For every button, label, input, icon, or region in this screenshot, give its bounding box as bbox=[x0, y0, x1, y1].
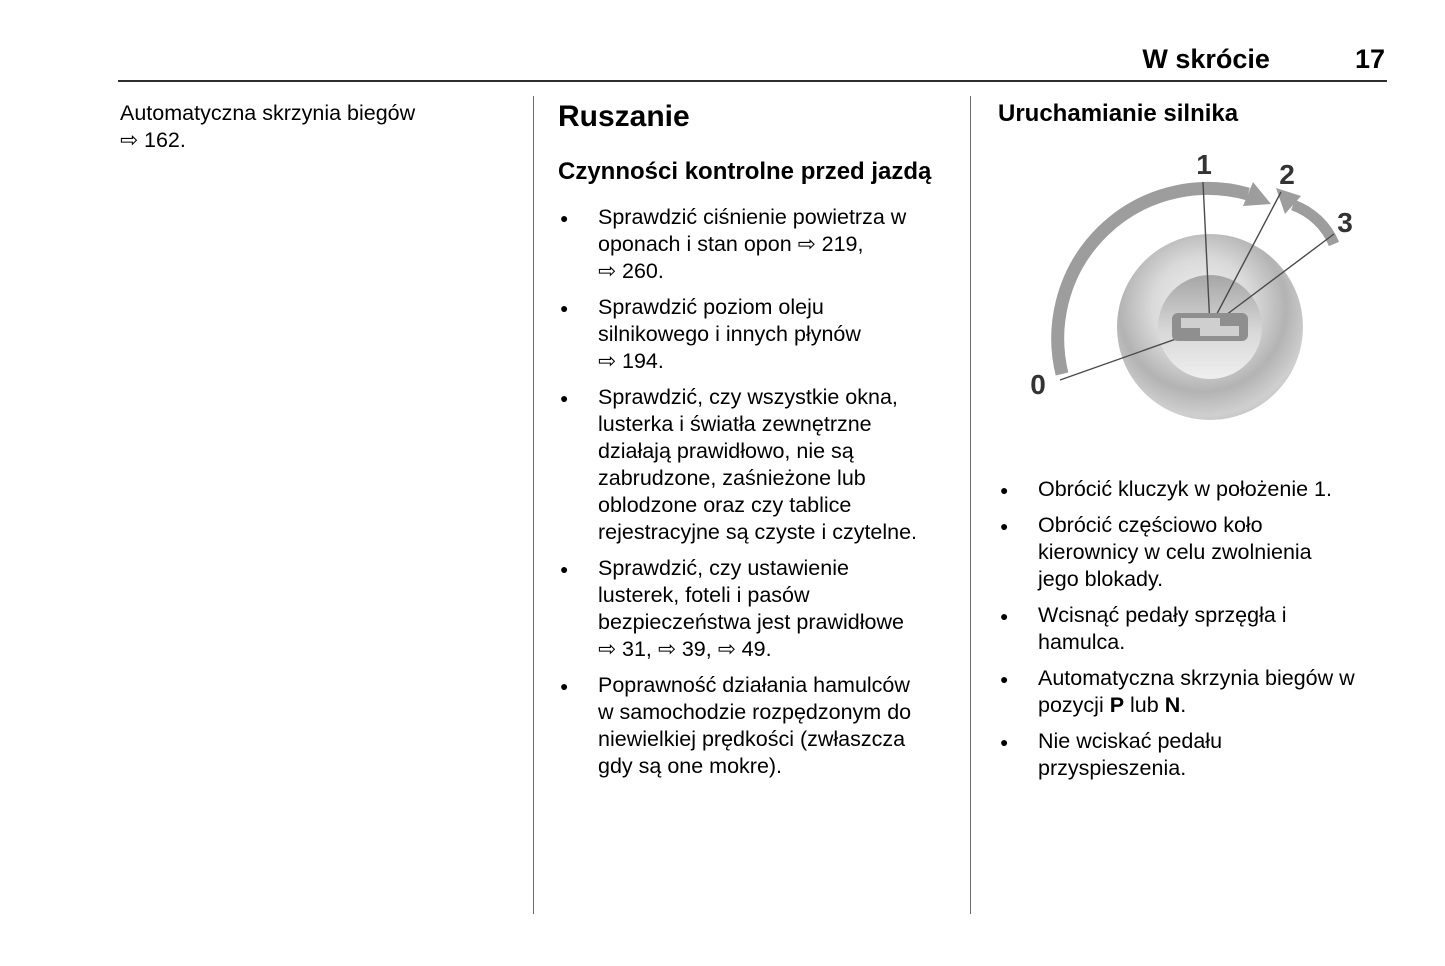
bullet-text: Sprawdzić poziom oleju silnikowego i inn… bbox=[598, 295, 861, 373]
header-rule bbox=[118, 80, 1387, 82]
return-arrow-head bbox=[1276, 188, 1301, 214]
bullet-item: Sprawdzić poziom oleju silnikowego i inn… bbox=[558, 294, 957, 375]
bullet-text: Obrócić częściowo koło kierownicy w celu… bbox=[1038, 513, 1312, 591]
bullet-item: Wcisnąć pedały sprzęgła i hamulca. bbox=[998, 602, 1388, 656]
page-number: 17 bbox=[1354, 44, 1385, 74]
bullet-text: Poprawność działania hamulców w samochod… bbox=[598, 673, 912, 778]
bullet-text: Nie wciskać pedału przyspieszenia. bbox=[1038, 729, 1223, 780]
position-label-1: 1 bbox=[1196, 149, 1212, 180]
pre-drive-checklist: Sprawdzić ciśnienie powietrza w oponach … bbox=[558, 204, 957, 780]
bullet-item: Sprawdzić, czy ustawienie lusterek, fote… bbox=[558, 555, 957, 663]
pointer-line-1 bbox=[1202, 181, 1211, 328]
bullet-item: Poprawność działania hamulców w samochod… bbox=[558, 672, 957, 780]
keyhole bbox=[1172, 313, 1248, 341]
bullet-text: Automatyczna skrzynia biegów w pozycji P… bbox=[1038, 666, 1355, 717]
bullet-text: Sprawdzić, czy ustawienie lusterek, fote… bbox=[598, 556, 904, 661]
section-heading-right: Uruchamianie silnika bbox=[998, 100, 1239, 127]
key-insert bbox=[1181, 318, 1239, 336]
page-header: W skrócie 17 bbox=[120, 44, 1385, 75]
position-label-2: 2 bbox=[1279, 159, 1295, 190]
column-divider-left bbox=[533, 96, 534, 914]
start-engine-steps: Obrócić kluczyk w położenie 1. Obrócić cz… bbox=[998, 476, 1388, 782]
position-label-3: 3 bbox=[1337, 207, 1353, 238]
bullet-item: Sprawdzić, czy wszystkie okna, lusterka … bbox=[558, 384, 957, 546]
return-arrow bbox=[1290, 199, 1340, 247]
right-column: Uruchamianie silnika bbox=[998, 100, 1388, 791]
bullet-item: Obrócić kluczyk w położenie 1. bbox=[998, 476, 1388, 504]
left-column: Automatyczna skrzynia biegów ⇨ 162. bbox=[120, 100, 520, 154]
pointer-line-2 bbox=[1209, 191, 1282, 328]
subsection-heading: Czynności kontrolne przed jazdą bbox=[558, 158, 932, 185]
middle-column: Ruszanie Czynności kontrolne przed jazdą… bbox=[558, 100, 957, 789]
column-divider-right bbox=[970, 96, 971, 914]
bullet-item: Automatyczna skrzynia biegów w pozycji P… bbox=[998, 665, 1388, 719]
bullet-text: Obrócić kluczyk w położenie 1. bbox=[1038, 477, 1332, 501]
bullet-text: Sprawdzić, czy wszystkie okna, lusterka … bbox=[598, 385, 918, 544]
bullet-item: Obrócić częściowo koło kierownicy w celu… bbox=[998, 512, 1388, 593]
position-label-0: 0 bbox=[1030, 369, 1046, 400]
bullet-item: Nie wciskać pedału przyspieszenia. bbox=[998, 728, 1388, 782]
bullet-text: Sprawdzić ciśnienie powietrza w oponach … bbox=[598, 205, 907, 283]
ignition-switch-figure: 0 1 2 3 bbox=[1030, 149, 1353, 420]
section-heading: Ruszanie bbox=[558, 100, 690, 133]
cross-reference-text: Automatyczna skrzynia biegów ⇨ 162. bbox=[120, 101, 416, 152]
pointer-line-3 bbox=[1209, 233, 1335, 328]
bullet-text: Wcisnąć pedały sprzęgła i hamulca. bbox=[1038, 603, 1287, 654]
section-title: W skrócie bbox=[1142, 44, 1270, 74]
bullet-item: Sprawdzić ciśnienie powietrza w oponach … bbox=[558, 204, 957, 285]
rotation-arrow-head bbox=[1243, 182, 1271, 206]
